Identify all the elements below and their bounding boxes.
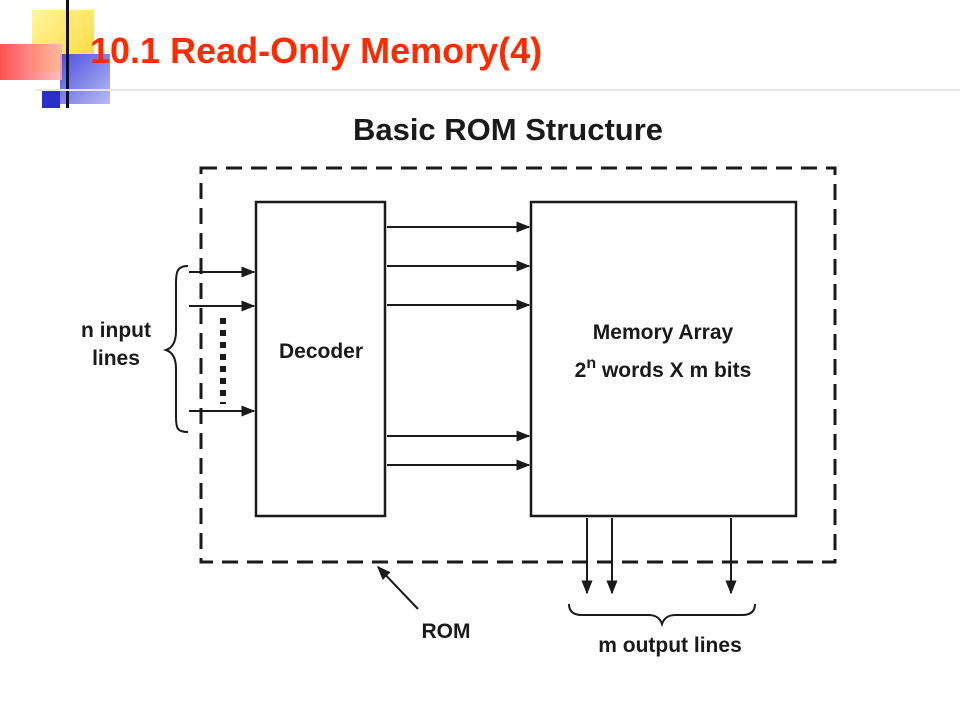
title-rule bbox=[36, 89, 960, 91]
input-arrows bbox=[189, 266, 256, 417]
decoder-block bbox=[254, 200, 387, 518]
memory-array-size-label: 2n words X m bits bbox=[575, 355, 752, 382]
output-brace bbox=[568, 603, 756, 628]
decoder-label: Decoder bbox=[279, 340, 363, 363]
rom-label: ROM bbox=[422, 620, 471, 643]
diagram-heading: Basic ROM Structure bbox=[353, 112, 663, 147]
memory-array-base: 2 bbox=[575, 359, 587, 382]
decoder-to-memory-arrows bbox=[387, 221, 531, 471]
memory-array-exponent: n bbox=[586, 355, 596, 372]
corner-vertical-line bbox=[66, 0, 69, 108]
input-label-line2: lines bbox=[92, 347, 140, 370]
output-label: m output lines bbox=[598, 634, 742, 657]
memory-array-block bbox=[529, 200, 798, 518]
rom-boundary bbox=[199, 166, 837, 564]
memory-array-size-rest: words X m bits bbox=[596, 359, 751, 382]
corner-navy-square bbox=[42, 90, 60, 108]
output-arrows bbox=[581, 518, 737, 595]
corner-red-bar bbox=[0, 44, 62, 80]
rom-pointer-arrow bbox=[377, 565, 419, 610]
input-label-line1: n input bbox=[81, 319, 151, 342]
memory-array-label: Memory Array bbox=[593, 321, 734, 344]
slide-title: 10.1 Read-Only Memory(4) bbox=[90, 30, 543, 71]
input-brace bbox=[162, 265, 189, 433]
